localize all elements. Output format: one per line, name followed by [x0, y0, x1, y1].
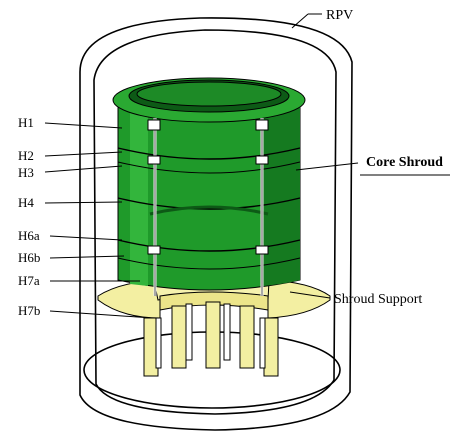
leader-lines: [44, 13, 450, 319]
core-shroud: [112, 77, 306, 296]
shroud-support-label: Shroud Support: [334, 292, 422, 307]
weld-label-h1: H1: [18, 115, 34, 130]
weld-label-h3: H3: [18, 165, 34, 180]
weld-label-h4: H4: [18, 195, 34, 210]
core-shroud-label: Core Shroud: [366, 155, 443, 170]
weld-label-h6b: H6b: [18, 250, 40, 265]
rpv-label: RPV: [326, 8, 353, 23]
weld-label-h7a: H7a: [18, 273, 40, 288]
weld-label-h2: H2: [18, 148, 34, 163]
weld-label-h7b: H7b: [18, 303, 40, 318]
weld-label-h6a: H6a: [18, 228, 40, 243]
rpv-vessel: [79, 17, 353, 431]
